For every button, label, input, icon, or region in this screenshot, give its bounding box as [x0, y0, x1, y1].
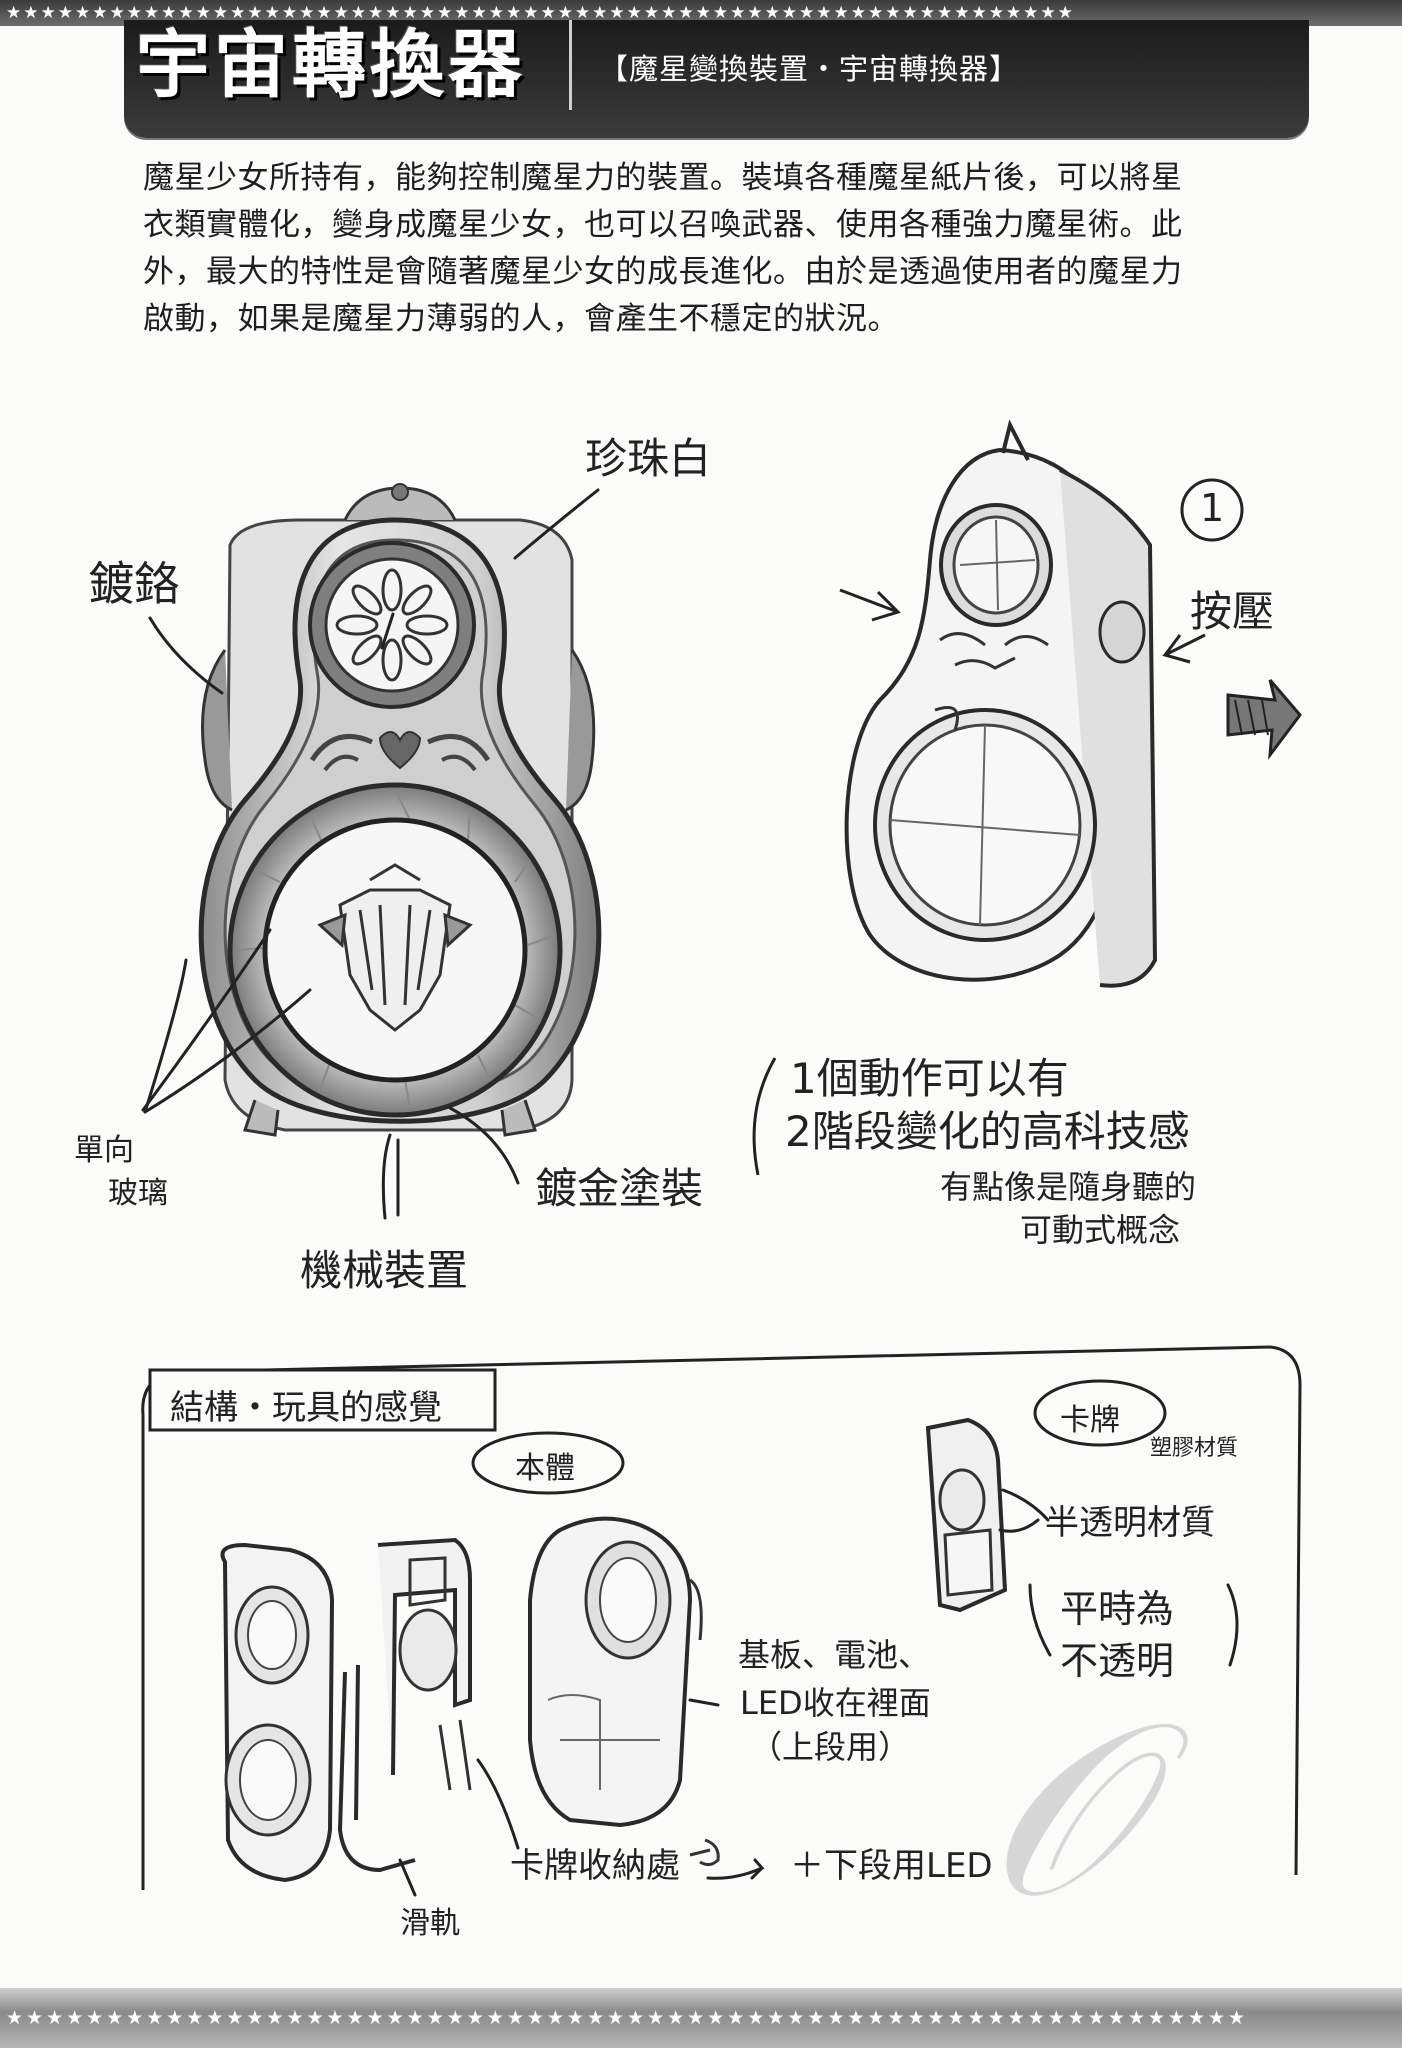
panel-heading: 結構・玩具的感覺 — [170, 1388, 442, 1428]
title-bar — [124, 20, 1309, 138]
label-translucent: 半透明材質 — [1045, 1503, 1215, 1543]
label-chrome: 鍍鉻 — [88, 557, 180, 611]
label-body: 本體 — [515, 1451, 575, 1486]
label-step-number: 1 — [1200, 486, 1225, 530]
label-rail: 滑軌 — [400, 1906, 460, 1941]
label-board-1: 基板、電池、 — [738, 1636, 931, 1674]
note-line-2: 2階段變化的高科技感 — [785, 1107, 1190, 1156]
star-row: ★★★★★★★★★★★★★★★★★★★★★★★★★★★★★★★★★★★★★★★★… — [6, 3, 1075, 23]
label-normally-opaque-2: 不透明 — [1060, 1639, 1175, 1683]
title-divider — [569, 20, 572, 110]
label-board-2: LED收在裡面 — [740, 1684, 931, 1722]
label-plastic: 塑膠材質 — [1150, 1436, 1239, 1461]
note-line-3: 有點像是隨身聽的 — [940, 1168, 1197, 1206]
front-device-drawing — [141, 483, 602, 1220]
label-one-way-glass-2: 玻璃 — [108, 1176, 168, 1211]
intro-line: 外，最大的特性是會隨著魔星少女的成長進化。由於是透過使用者的魔星力 — [143, 254, 1183, 290]
label-normally-opaque-1: 平時為 — [1060, 1587, 1175, 1631]
label-mechanism: 機械裝置 — [300, 1246, 469, 1295]
label-pearl-white: 珍珠白 — [585, 434, 712, 483]
label-one-way-glass: 單向 — [74, 1133, 134, 1168]
note-brace — [752, 1057, 777, 1176]
note-line-1: 1個動作可以有 — [790, 1054, 1069, 1103]
page-subtitle: 【魔星變換裝置・宇宙轉換器】 — [599, 52, 1020, 86]
note-line-4: 可動式概念 — [1020, 1211, 1181, 1249]
page-title: 宇宙轉換器 — [136, 22, 526, 108]
structure-panel-frame — [141, 1345, 1302, 1897]
label-board-3: （上段用） — [750, 1728, 911, 1766]
side-device-drawing — [839, 419, 1302, 988]
intro-line: 魔星少女所持有，能夠控制魔星力的裝置。裝填各種魔星紙片後，可以將星 — [143, 160, 1183, 196]
intro-line: 啟動，如果是魔星力薄弱的人，會產生不穩定的狀況。 — [143, 301, 899, 337]
label-card-slot: 卡牌收納處 — [510, 1846, 680, 1886]
decorative-monogram-icon: 𝒪 — [985, 1670, 1137, 1950]
bottom-star-band: ★★★★★★★★★★★★★★★★★★★★★★★★★★★★★★★★★★★★★★★★… — [0, 1988, 1402, 2048]
label-card: 卡牌 — [1060, 1403, 1120, 1438]
star-row: ★★★★★★★★★★★★★★★★★★★★★★★★★★★★★★★★★★★★★★★★… — [6, 2007, 1249, 2029]
label-gold-coating: 鍍金塗裝 — [535, 1164, 704, 1213]
intro-line: 衣類實體化，變身成魔星少女，也可以召喚武器、使用各種強力魔星術。此 — [143, 207, 1183, 243]
label-press: 按壓 — [1190, 587, 1275, 636]
intro-paragraph: 魔星少女所持有，能夠控制魔星力的裝置。裝填各種魔星紙片後，可以將星 衣類實體化，… — [143, 155, 1313, 343]
label-lower-led: ＋下段用LED — [790, 1846, 993, 1886]
